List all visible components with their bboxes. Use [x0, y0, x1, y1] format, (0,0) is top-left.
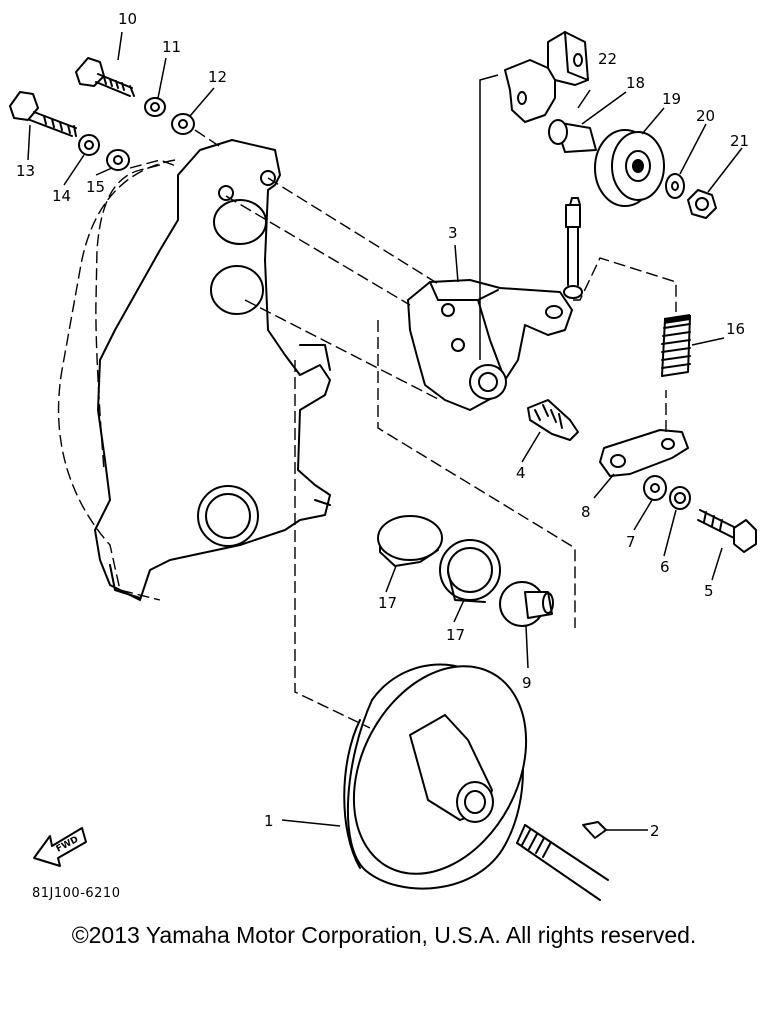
callout-1: 1 — [264, 812, 274, 830]
leader-lines — [27, 31, 743, 831]
case-housing — [57, 139, 331, 601]
callout-20: 20 — [696, 107, 715, 125]
spring-16 — [661, 314, 691, 377]
bushing-17a — [377, 515, 443, 567]
callout-18: 18 — [626, 74, 645, 92]
callout-3: 3 — [448, 224, 458, 242]
drawing-code: 81J100-6210 — [32, 886, 121, 901]
washer-12 — [171, 113, 195, 135]
bolt-5 — [697, 509, 757, 553]
callout-13: 13 — [16, 162, 35, 180]
callout-6: 6 — [660, 558, 670, 576]
callout-11: 11 — [162, 38, 181, 56]
bushing-18 — [548, 119, 597, 153]
lever-8 — [599, 429, 689, 477]
key-2 — [582, 821, 607, 839]
callout-9: 9 — [522, 674, 532, 692]
callout-19: 19 — [662, 90, 681, 108]
cable-rod — [563, 197, 583, 299]
callout-12: 12 — [208, 68, 227, 86]
callout-22: 22 — [598, 50, 617, 68]
sheave-1 — [343, 663, 528, 890]
callout-17a: 17 — [378, 594, 397, 612]
callout-7: 7 — [626, 533, 636, 551]
pulley-19 — [594, 129, 665, 207]
spacer-9 — [499, 581, 554, 627]
callout-21: 21 — [730, 132, 749, 150]
lockwasher-14 — [78, 134, 100, 156]
washer-7 — [643, 475, 667, 501]
callout-4: 4 — [516, 464, 526, 482]
bushing-17b — [439, 539, 501, 603]
callout-15: 15 — [86, 178, 105, 196]
callout-10: 10 — [118, 10, 137, 28]
callout-2: 2 — [650, 822, 660, 840]
fwd-arrow-icon: FWD — [33, 827, 87, 867]
lockwasher-11 — [144, 97, 166, 117]
callout-labels: 10 11 12 13 14 15 3 4 8 7 6 5 17 17 9 16… — [16, 10, 749, 840]
callout-14: 14 — [52, 187, 71, 205]
bolt-13 — [9, 91, 77, 137]
copyright-notice: ©2013 Yamaha Motor Corporation, U.S.A. A… — [71, 922, 697, 948]
bracket-3 — [407, 279, 573, 411]
screw-4 — [527, 399, 579, 441]
bracket-22 — [504, 31, 589, 123]
washer-20 — [665, 173, 685, 199]
nut-21 — [687, 189, 717, 219]
washer-15 — [106, 149, 130, 171]
collar-6 — [669, 486, 691, 510]
callout-8: 8 — [581, 503, 591, 521]
callout-5: 5 — [704, 582, 714, 600]
bolt-10 — [75, 57, 135, 97]
shaft — [516, 824, 609, 901]
callout-17b: 17 — [446, 626, 465, 644]
callout-16: 16 — [726, 320, 745, 338]
